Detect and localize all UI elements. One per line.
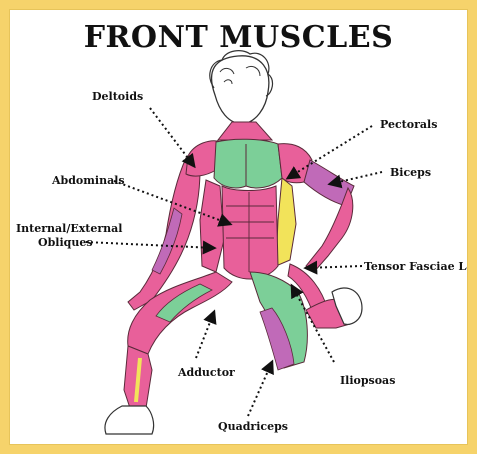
abdominals-muscle [222,186,278,279]
head [210,51,273,124]
label-iliopsoas: Iliopsoas [340,374,395,387]
label-tensor-fasciae-latae: Tensor Fasciae Latae [364,260,468,273]
label-deltoids: Deltoids [92,90,143,103]
label-obliques-line1: Internal/External [16,222,122,235]
label-abdominals: Abdominals [52,174,125,187]
label-quadriceps: Quadriceps [218,420,288,433]
diagram-title: FRONT MUSCLES [10,20,467,55]
quadriceps-arrow [248,362,272,416]
left-thigh [128,272,232,354]
right-oblique [276,178,296,266]
deltoids-arrow [150,108,194,166]
label-adductor: Adductor [178,366,235,379]
label-obliques-line2: Obliques [38,236,93,249]
right-forearm [306,188,353,272]
label-biceps: Biceps [390,166,431,179]
left-oblique [200,180,224,272]
label-pectorals: Pectorals [380,118,437,131]
pectorals-muscle [214,139,282,188]
neck [218,122,272,140]
diagram-panel: FRONT MUSCLES Deltoids Pectorals Abdomin… [9,9,468,445]
obliques-arrow [86,242,214,248]
adductor-arrow [196,312,214,358]
